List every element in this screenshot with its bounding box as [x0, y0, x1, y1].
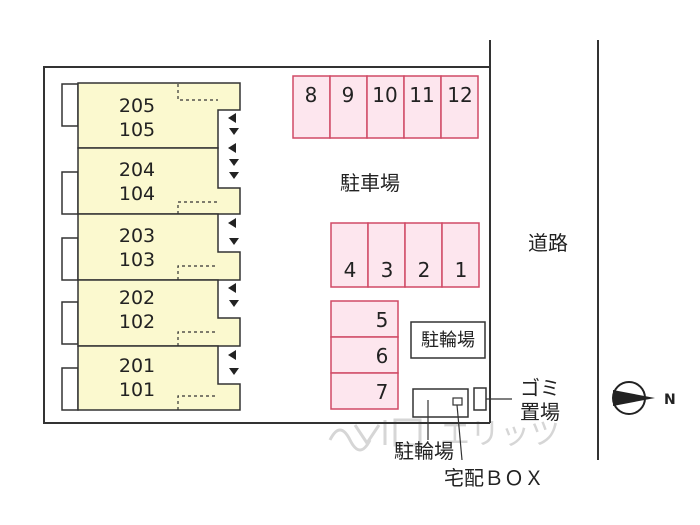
parking-space-number: 4 [344, 258, 357, 282]
delivery-box-leader [456, 404, 463, 461]
bicycle-parking-lower-label: 駐輪場 [394, 439, 454, 463]
parking-label: 駐車場 [340, 171, 400, 195]
compass-north-label: N [664, 392, 676, 408]
parking-space-number: 12 [447, 83, 472, 107]
parking-top-row: 8 9 10 11 12 [292, 75, 479, 139]
parking-space-number: 2 [418, 258, 431, 282]
unit-202-102: 202 102 [61, 279, 241, 347]
unit-number-upper: 202 [119, 287, 155, 309]
garbage-label-line2: 置場 [520, 400, 560, 424]
parking-side-column: 5 6 7 [330, 300, 399, 410]
parking-space-number: 7 [376, 380, 389, 404]
north-arrow-icon [612, 381, 655, 415]
delivery-box-label: 宅配ＢＯＸ [444, 466, 544, 490]
unit-number-lower: 103 [119, 249, 155, 271]
entrance-markers [228, 113, 239, 375]
unit-204-104: 204 104 [61, 147, 241, 215]
delivery-box-icon [452, 397, 463, 406]
garbage-label-line1: ゴミ [520, 376, 560, 400]
compass: N [612, 381, 676, 415]
parking-space-number: 1 [455, 258, 468, 282]
unit-number-lower: 101 [119, 379, 155, 401]
unit-201-101: 201 101 [61, 345, 241, 411]
parking-space-number: 10 [372, 83, 397, 107]
parking-space-number: 9 [342, 83, 355, 107]
lot-outline [43, 66, 490, 424]
building: 205 105 204 104 203 103 202 102 [61, 82, 241, 411]
parking-space-number: 8 [305, 83, 318, 107]
unit-205-105: 205 105 [61, 82, 241, 149]
unit-number-upper: 201 [119, 355, 155, 377]
unit-number-lower: 105 [119, 119, 155, 141]
parking-middle-row: 4 3 2 1 [330, 222, 480, 288]
garbage-area-box [473, 387, 487, 411]
parking-space-number: 11 [409, 83, 434, 107]
parking-space-number: 5 [376, 308, 389, 332]
unit-number-upper: 203 [119, 225, 155, 247]
unit-203-103: 203 103 [61, 213, 241, 281]
parking-space-number: 3 [381, 258, 394, 282]
road-label: 道路 [528, 231, 568, 255]
unit-number-upper: 204 [119, 159, 155, 181]
bicycle-parking-label: 駐輪場 [421, 330, 475, 351]
elitz-logo-icon [328, 418, 422, 452]
unit-number-lower: 104 [119, 183, 155, 205]
parking-space-number: 6 [376, 344, 389, 368]
bicycle-parking-box [410, 321, 486, 359]
unit-number-upper: 205 [119, 95, 155, 117]
unit-number-lower: 102 [119, 311, 155, 333]
